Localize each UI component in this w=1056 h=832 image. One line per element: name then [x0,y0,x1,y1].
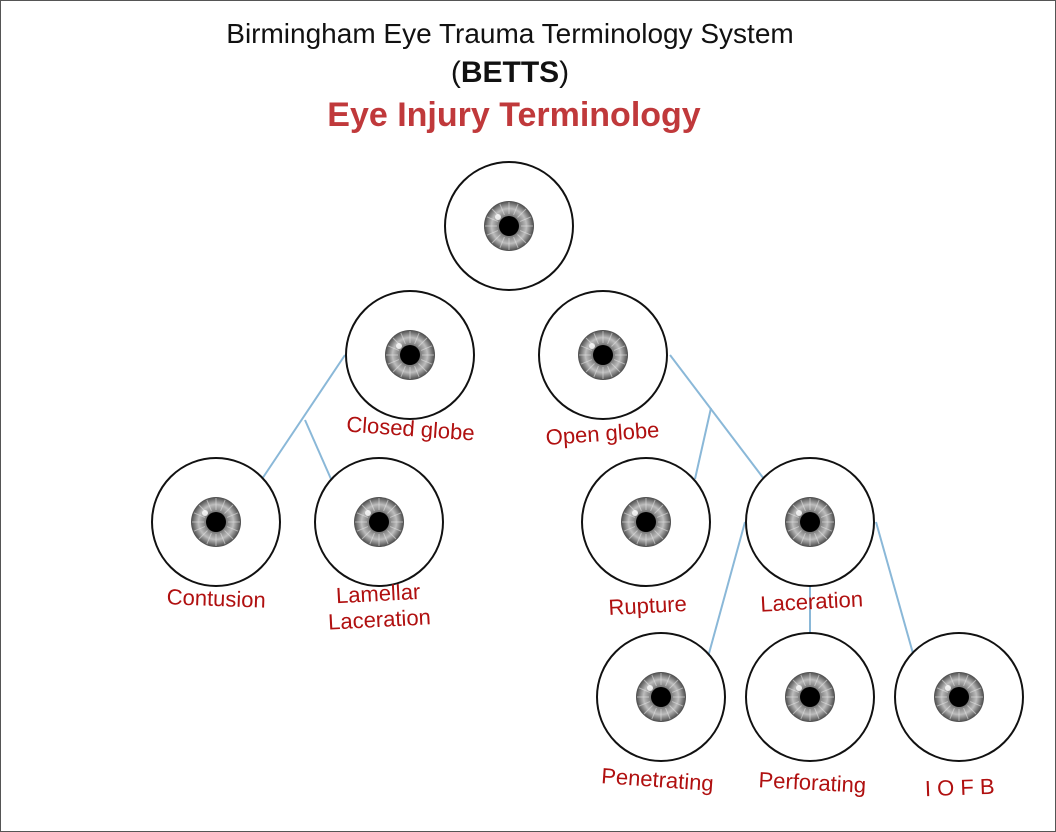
node-label-lamellar-laceration: LamellarLaceration [326,578,431,634]
node-label-penetrating: Penetrating [601,763,715,796]
node-label-contusion: Contusion [166,584,266,612]
node-iofb [894,632,1024,762]
eye-icon [785,497,835,547]
node-open-globe [538,290,668,420]
title-system-name: Birmingham Eye Trauma Terminology System [226,18,794,49]
connector-line [669,354,765,480]
node-label-laceration: Laceration [760,586,864,616]
connector-line [875,521,915,658]
node-perforating [745,632,875,762]
node-label-open-globe: Open globe [545,417,660,450]
eye-icon [785,672,835,722]
node-rupture [581,457,711,587]
node-contusion [151,457,281,587]
connector-line [304,419,332,480]
node-penetrating [596,632,726,762]
node-root [444,161,574,291]
eye-icon [636,672,686,722]
eye-icon [354,497,404,547]
node-lamellar-laceration [314,457,444,587]
diagram-subtitle: Eye Injury Terminology [327,96,701,134]
node-label-rupture: Rupture [608,591,687,620]
node-label-iofb: I O F B [924,774,995,801]
eye-icon [578,330,628,380]
eye-icon [934,672,984,722]
node-label-perforating: Perforating [758,767,867,798]
node-laceration [745,457,875,587]
eye-icon [621,497,671,547]
eye-icon [484,201,534,251]
connector-line [694,407,712,480]
node-closed-globe [345,290,475,420]
connector-line [707,521,746,658]
title-acronym: (BETTS) [450,56,570,89]
connector-line [261,354,346,480]
eye-icon [191,497,241,547]
node-label-closed-globe: Closed globe [346,412,476,446]
eye-icon [385,330,435,380]
